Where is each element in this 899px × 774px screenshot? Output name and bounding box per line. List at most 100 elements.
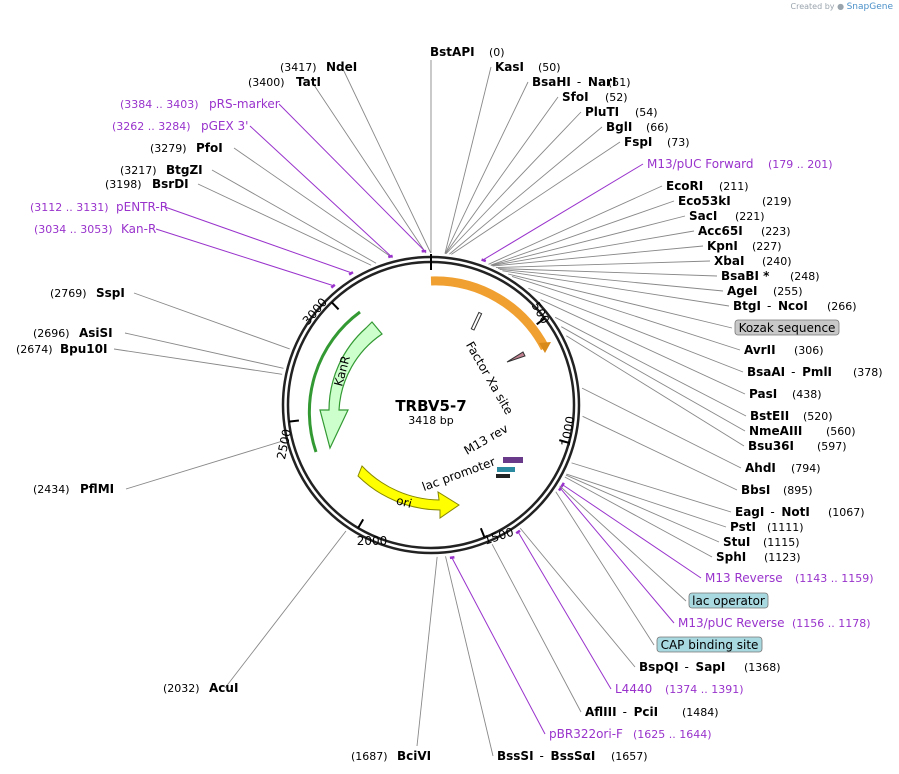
leader-line [508, 273, 733, 329]
primer-pbr322ori-f: pBR322ori-F(1625 .. 1644) [549, 727, 712, 741]
primer-range-l4440: (1374 .. 1391) [665, 683, 744, 696]
feature-box-bg [656, 636, 763, 653]
enzyme-position-kpni: (227) [752, 240, 782, 253]
enzyme-name-sspi: SspI [96, 286, 125, 300]
enzyme-position-saci: (221) [735, 210, 765, 223]
enzyme-name-bspqi: BspQI [639, 660, 679, 674]
backbone [281, 254, 581, 555]
enzyme-site-acui: (2032)AcuI [163, 681, 238, 695]
enzyme-position-tati: (3400) [248, 76, 285, 89]
enzyme-site-ahdi: AhdI(794) [745, 461, 821, 475]
primer-range-pgex-3: (3262 .. 3284) [112, 120, 191, 133]
orange-feature-arrowhead [539, 342, 551, 353]
tick-label-2000: 2000 [357, 534, 388, 548]
primer-kan-r: (3034 .. 3053) Kan-R [34, 222, 156, 236]
enzyme-separator: - [623, 705, 627, 719]
enzyme-name-asisi: AsiSI [79, 326, 113, 340]
leader-line [564, 476, 713, 558]
leader-line [488, 185, 663, 265]
enzyme-name-bcivi: BciVI [397, 749, 431, 763]
enzyme-position-eco53ki: (219) [762, 195, 792, 208]
primer-site-mark [481, 258, 487, 263]
tick-mark-2500 [288, 419, 300, 423]
enzyme-name-bsahi: BsaHI [532, 75, 571, 89]
enzyme-site-bgli: BglI(66) [606, 120, 669, 134]
feature-box-cap-binding-site: CAP binding site [656, 636, 763, 653]
enzyme-name-ncoi: NcoI [778, 299, 808, 313]
enzyme-site-kasi: KasI(50) [495, 60, 561, 74]
enzyme-name-agei: AgeI [727, 284, 757, 298]
enzyme-site-bsabi: BsaBI * (248) [721, 269, 820, 283]
enzyme-position-ecori: (211) [719, 180, 749, 193]
enzyme-name-bsrdi: BsrDI [152, 177, 189, 191]
leader-line [113, 348, 283, 375]
enzyme-name-bsabi: BsaBI * [721, 269, 770, 283]
enzyme-name-bsaai: BsaAI [747, 365, 785, 379]
primer-pgex-3: (3262 .. 3284) pGEX 3' [112, 119, 248, 133]
m13rev-mark [506, 351, 526, 363]
enzyme-site-avrii: AvrII(306) [744, 343, 824, 357]
enzyme-position-psti: (1111) [767, 521, 804, 534]
primer-name-m13-puc-reverse: M13/pUC Reverse [678, 616, 785, 630]
primer-name-pbr322ori-f: pBR322ori-F [549, 727, 623, 741]
enzyme-name-noti: NotI [781, 505, 810, 519]
enzyme-site-ndei: (3417)NdeI [280, 60, 357, 74]
leader-line [566, 335, 745, 447]
enzyme-name-pluti: PluTI [585, 105, 619, 119]
primer-name-pentr-r: pENTR-R [116, 200, 168, 214]
enzyme-name-saci: SacI [689, 209, 717, 223]
m13rev-label: M13 rev [461, 421, 510, 457]
feature-box-label-lac-operator: lac operator [692, 594, 765, 608]
tick-label-2500: 2500 [274, 428, 294, 461]
leader-line [566, 473, 727, 528]
enzyme-site-bsteii: BstEII(520) [750, 409, 833, 423]
leader-line [555, 491, 655, 646]
primer-prs-marker: (3384 .. 3403)pRS-marker [120, 97, 280, 111]
enzyme-position-bspqi: (1368) [744, 661, 781, 674]
primer-name-l4440: L4440 [615, 682, 652, 696]
enzyme-position-bsabi: (248) [790, 270, 820, 283]
enzyme-position-ndei: (3417) [280, 61, 317, 74]
primer-range-kan-r: (3034 .. 3053) [34, 223, 113, 236]
enzyme-separator: - [791, 365, 795, 379]
snapgene-credit: Created by ● SnapGene [791, 2, 894, 12]
enzyme-site-pfoi: (3279)PfoI [150, 141, 223, 155]
enzyme-position-afliii: (1484) [682, 706, 719, 719]
leader-line [495, 260, 711, 269]
snapgene-logo-icon: ● [837, 2, 845, 11]
enzyme-site-bsssi: BssSI-BssSαI(1657) [497, 749, 648, 763]
enzyme-position-kasi: (50) [538, 61, 561, 74]
factor-xa-label: Factor Xa site [463, 339, 516, 417]
feature-box-bg [734, 319, 840, 336]
leader-line [233, 147, 393, 259]
enzyme-name-bsu36i: Bsu36I [748, 439, 794, 453]
enzyme-position-bsssi: (1657) [611, 750, 648, 763]
leader-line [581, 387, 742, 469]
leader-line [449, 126, 603, 255]
leader-line [554, 316, 747, 417]
enzyme-name-sapi: SapI [696, 660, 726, 674]
enzyme-name-acc65i: Acc65I [698, 224, 743, 238]
leader-line [559, 485, 687, 602]
ori-arrow [357, 465, 460, 519]
enzyme-site-sfoi: SfoI(52) [562, 90, 628, 104]
primer-leader [278, 103, 425, 251]
enzyme-name-bstapi: BstAPI [430, 45, 475, 59]
primer-name-kan-r: Kan-R [121, 222, 156, 236]
enzyme-site-eagi: EagI-NotI(1067) [735, 505, 865, 519]
enzyme-site-btgi: BtgI-NcoI(266) [733, 299, 857, 313]
primer-name-m13-reverse: M13 Reverse [705, 571, 783, 585]
feature-box-label-kozak-sequence: Kozak sequence [739, 321, 836, 335]
enzyme-name-afliii: AflIII [585, 705, 617, 719]
enzyme-site-asisi: (2696)AsiSI [33, 326, 113, 340]
enzyme-site-bsahi: BsaHI-NarI(51) [532, 75, 631, 89]
primer-leader [451, 558, 546, 735]
primer-name-pgex-3: pGEX 3' [201, 119, 248, 133]
enzyme-separator: - [577, 75, 581, 89]
leader-line [133, 292, 290, 350]
credit-brand: SnapGene [846, 2, 893, 12]
primer-m13-reverse: M13 Reverse(1143 .. 1159) [705, 571, 874, 585]
enzyme-position-eagi: (1067) [828, 506, 865, 519]
leader-line [528, 287, 744, 373]
